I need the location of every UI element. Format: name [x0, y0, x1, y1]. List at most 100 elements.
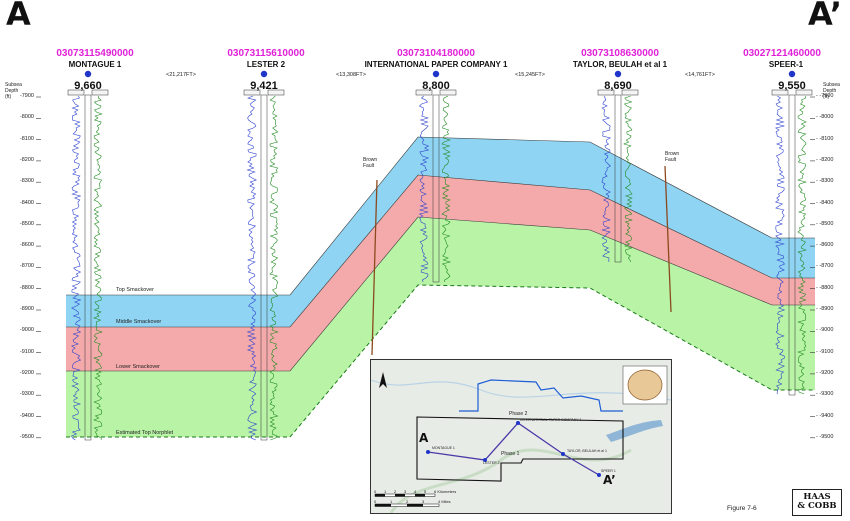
- depth-tick-label-left: -8100: [19, 135, 34, 142]
- well-total-depth: 9,550: [778, 80, 806, 92]
- fault-label-east: Brown Fault: [665, 151, 679, 163]
- depth-tick-label-left: -9300: [19, 391, 34, 398]
- depth-tick-label-left: -9200: [19, 369, 34, 376]
- depth-header-line: Subsea: [823, 82, 840, 88]
- well-spacing-label: <13,308FT>: [336, 72, 366, 78]
- depth-header-line: (ft): [5, 94, 12, 100]
- log-track-header: [439, 89, 457, 96]
- fault-label-west: Brown Fault: [363, 157, 377, 169]
- company-logo: HAAS & COBB: [792, 489, 842, 516]
- well-total-depth: 8,800: [422, 80, 450, 92]
- well-name: INTERNATIONAL PAPER COMPANY 1: [364, 60, 508, 69]
- well-total-depth: 9,660: [74, 80, 102, 92]
- phase2-label: Phase 2: [509, 411, 528, 417]
- log-track-header: [795, 89, 813, 96]
- well-api-number: 03073115490000: [56, 48, 134, 59]
- brown-fault-west: [371, 179, 378, 356]
- depth-tick-label-left: -8500: [19, 220, 34, 227]
- log-track-header: [267, 89, 285, 96]
- section-end-label: A’: [808, 0, 842, 33]
- wellbore-track: [788, 94, 796, 396]
- log-track-header: [67, 89, 85, 96]
- inset-well-label: INTERNATIONAL PAPER COMPANY 1: [520, 418, 582, 422]
- inset-well-label: MONTAGUE 1: [432, 446, 455, 450]
- well-name: SPEER-1: [768, 60, 804, 69]
- top-smackover-label: Top Smackover: [116, 287, 154, 293]
- scale-mi-tick: 4 Miles: [438, 499, 451, 504]
- well-name: MONTAGUE 1: [68, 60, 122, 69]
- log-track-header: [771, 89, 789, 96]
- depth-tick-label-left: -9500: [19, 433, 34, 440]
- scale-km-tick: 3: [404, 489, 407, 494]
- fault-label-line: Brown: [363, 157, 378, 163]
- log-track-header: [597, 89, 615, 96]
- scale-mi-tick: 1: [390, 499, 393, 504]
- depth-tick-label-right: - -8500: [816, 220, 834, 227]
- log-curve: [269, 95, 279, 441]
- brown-fault-east: [664, 165, 672, 313]
- inset-well-label: TAYLOR, BEULAH et al 1: [567, 449, 607, 453]
- depth-tick-label-right: - -9400: [816, 412, 834, 419]
- depth-tick-label-right: - -8200: [816, 156, 834, 163]
- well-location-dot: [260, 70, 268, 78]
- wellbore-track: [260, 94, 268, 441]
- log-curve: [774, 95, 786, 394]
- well-location-dot: [84, 70, 92, 78]
- depth-tick-label-left: -8700: [19, 263, 34, 270]
- depth-tick-label-right: - -8300: [816, 178, 834, 185]
- depth-tick-label-left: -8400: [19, 199, 34, 206]
- depth-tick-label-right: - -8400: [816, 199, 834, 206]
- depth-tick-label-right: - -8600: [816, 242, 834, 249]
- scale-km-tick: 5: [424, 489, 427, 494]
- scale-mi-tick: 0: [374, 499, 377, 504]
- depth-header-line: Subsea: [5, 82, 22, 88]
- well-api-number: 03073104180000: [397, 48, 475, 59]
- lower-smackover-line: [66, 216, 815, 372]
- well-location-dot: [614, 70, 622, 78]
- well-location-dot: [432, 70, 440, 78]
- depth-tick-label-right: - -8700: [816, 263, 834, 270]
- depth-header-line: Depth: [823, 88, 837, 94]
- fault-label-line: Fault: [363, 163, 375, 169]
- depth-axis-header-left: Subsea Depth (ft): [5, 82, 22, 100]
- depth-axis-header-right: Subsea Depth (ft): [823, 82, 840, 100]
- depth-tick-label-left: -8600: [19, 242, 34, 249]
- scale-mi-tick: 2: [406, 499, 409, 504]
- well-spacing-label: <21,217FT>: [166, 72, 196, 78]
- log-curve: [418, 95, 430, 283]
- well-total-depth: 8,690: [604, 80, 632, 92]
- depth-tick-label-right: - -7900: [816, 93, 834, 99]
- scale-mi-tick: 3: [422, 499, 425, 504]
- well-location-dot: [788, 70, 796, 78]
- scale-km-tick: 4: [414, 489, 417, 494]
- depth-tick-label-right: - -9500: [816, 433, 834, 440]
- depth-tick-label-right: - -9200: [816, 369, 834, 376]
- log-curve: [623, 95, 633, 263]
- middle-smackover-label: Middle Smackover: [116, 319, 162, 325]
- inset-section-start-label: A: [419, 431, 429, 445]
- depth-tick-label-left: -9000: [19, 327, 34, 334]
- log-curve: [797, 95, 807, 395]
- depth-tick-label-left: -9100: [19, 348, 34, 355]
- depth-header-line: Depth: [5, 88, 19, 94]
- log-curve: [93, 95, 103, 440]
- lower-smackover-layer: [66, 217, 815, 437]
- log-curve: [441, 95, 452, 283]
- fault-label-line: Fault: [665, 157, 677, 163]
- depth-tick-label-left: -8300: [19, 178, 34, 185]
- depth-tick-label-left: -7900: [19, 93, 34, 99]
- scale-km-tick: 0: [374, 489, 377, 494]
- depth-tick-label-right: - -8800: [816, 284, 834, 291]
- scale-km-tick: 1: [384, 489, 387, 494]
- inset-section-end-label: A’: [603, 473, 616, 487]
- well-spacing-label: <15,245FT>: [515, 72, 545, 78]
- well-api-number: 03073108630000: [581, 48, 659, 59]
- log-curve: [246, 95, 258, 441]
- inset-location-map: A A’ Phase 1 Phase 2 MONTAGUE 1 LESTER 2…: [370, 359, 672, 514]
- norphlet-label: Estimated Top Norphlet: [116, 430, 174, 436]
- wellbore-track: [432, 94, 440, 283]
- well-api-number: 03073115610000: [227, 48, 305, 59]
- depth-tick-label-left: -9400: [19, 412, 34, 419]
- lower-smackover-label: Lower Smackover: [116, 364, 161, 370]
